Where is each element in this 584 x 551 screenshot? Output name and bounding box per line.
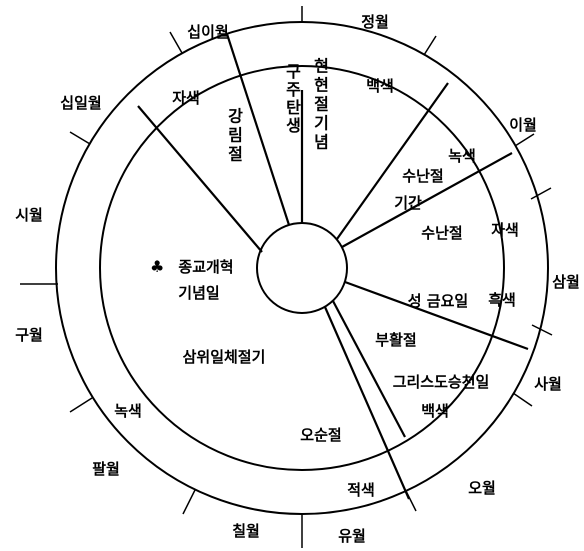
color-label-purple-right: 자색 bbox=[491, 221, 519, 239]
season-trinity: 삼위일체절기 bbox=[183, 348, 266, 366]
season-good-friday: 성 금요일 bbox=[408, 292, 468, 310]
month-label-3: 삼월 bbox=[552, 273, 580, 291]
center-circle bbox=[256, 222, 348, 314]
month-tick-9 bbox=[69, 397, 93, 413]
month-label-9: 구월 bbox=[15, 326, 43, 344]
month-tick-11 bbox=[69, 131, 91, 145]
color-label-white-bottom: 백색 bbox=[421, 402, 449, 420]
color-label-purple-top: 자색 bbox=[172, 89, 200, 107]
season-lent-period-line1: 수난절 bbox=[402, 167, 443, 185]
season-christmas: 구주탄생 bbox=[283, 63, 302, 135]
season-lent: 수난절 bbox=[421, 224, 462, 242]
month-label-8: 팔월 bbox=[92, 460, 120, 478]
middle-circle bbox=[99, 65, 505, 471]
month-label-5: 오월 bbox=[468, 479, 496, 497]
separator-epiphany-lent bbox=[336, 82, 449, 240]
month-tick-5 bbox=[512, 392, 533, 407]
month-label-12: 십이월 bbox=[187, 23, 228, 41]
month-label-10: 시월 bbox=[15, 206, 43, 224]
color-label-white-top: 백색 bbox=[366, 77, 394, 95]
month-label-6: 유월 bbox=[338, 527, 366, 545]
separator-trinity bbox=[137, 105, 263, 253]
month-tick-3 bbox=[530, 187, 552, 200]
separator-ascension bbox=[332, 300, 406, 438]
season-easter: 부활절 bbox=[375, 331, 416, 349]
month-label-1: 정월 bbox=[361, 13, 389, 31]
month-label-7: 칠월 bbox=[232, 522, 260, 540]
season-lent-period-line2: 기간 bbox=[394, 194, 422, 212]
month-label-2: 이월 bbox=[509, 116, 537, 134]
color-label-red: 적색 bbox=[347, 481, 375, 499]
season-pentecost: 오순절 bbox=[300, 426, 341, 444]
separator-advent-start bbox=[225, 33, 291, 226]
season-reformation-line1: 종교개혁 bbox=[178, 258, 233, 276]
month-tick-4 bbox=[531, 324, 553, 336]
month-tick-12 bbox=[169, 31, 183, 54]
club-icon: ♣ bbox=[150, 257, 164, 276]
month-label-11: 십일월 bbox=[60, 94, 101, 112]
month-label-4: 사월 bbox=[534, 375, 562, 393]
color-label-green-right: 녹색 bbox=[448, 147, 476, 165]
season-reformation-line2: 기념일 bbox=[178, 284, 219, 302]
color-label-black: 흑색 bbox=[488, 291, 516, 309]
color-label-green-left: 녹색 bbox=[114, 402, 142, 420]
season-epiphany: 현현절기념 bbox=[311, 57, 330, 153]
month-tick-2 bbox=[514, 133, 535, 147]
separator-lent bbox=[341, 152, 513, 248]
month-tick-8 bbox=[182, 489, 196, 515]
month-tick-1 bbox=[423, 35, 437, 56]
season-advent: 강림절 bbox=[225, 108, 244, 165]
separator-easter bbox=[344, 280, 529, 351]
separator-pentecost bbox=[323, 306, 411, 500]
season-ascension: 그리스도승천일 bbox=[393, 373, 490, 391]
